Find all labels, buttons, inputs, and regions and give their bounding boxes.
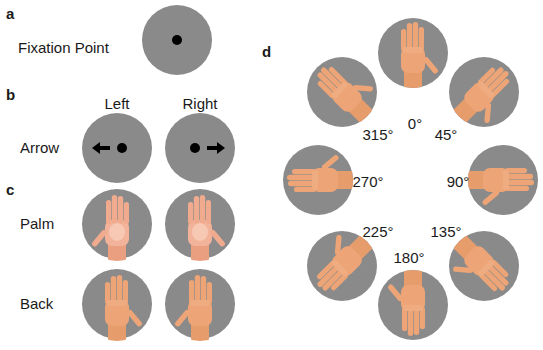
column-label: Left	[104, 96, 129, 113]
panel-letter: a	[6, 6, 14, 23]
angle-label: 45°	[435, 127, 458, 144]
angle-label: 0°	[408, 116, 422, 133]
condition-label: Palm	[20, 216, 54, 233]
angle-label: 315°	[362, 127, 393, 144]
angle-label: 225°	[362, 224, 393, 241]
condition-label: Back	[20, 296, 53, 313]
angle-label: 90°	[447, 174, 470, 191]
column-label: Right	[182, 96, 217, 113]
panel-letter: b	[6, 87, 15, 104]
condition-label: Fixation Point	[18, 40, 109, 57]
angle-label: 270°	[352, 174, 383, 191]
angle-label: 180°	[393, 250, 424, 267]
panel-letter: c	[6, 182, 14, 199]
condition-label: Arrow	[20, 140, 59, 157]
panel-letter: d	[262, 44, 271, 61]
angle-label: 135°	[430, 224, 461, 241]
